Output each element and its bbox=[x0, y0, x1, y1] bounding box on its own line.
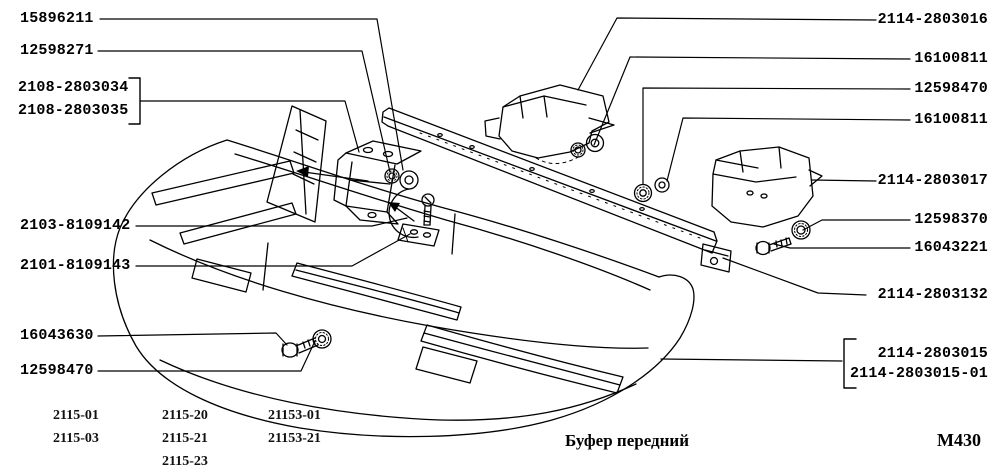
part-label: 12598271 bbox=[20, 42, 94, 59]
part-label: 2108-2803034 bbox=[18, 79, 129, 96]
part-label: 2108-2803035 bbox=[18, 102, 129, 119]
applicability-column-3: 21153-01 21153-21 bbox=[268, 404, 321, 450]
part-label: 12598370 bbox=[914, 211, 988, 228]
part-label: 2103-8109142 bbox=[20, 217, 131, 234]
part-label: 2114-2803016 bbox=[877, 11, 988, 28]
beam-end-piece bbox=[700, 243, 732, 273]
part-label: 16100811 bbox=[914, 111, 988, 128]
part-label: 2114-2803015-01 bbox=[849, 365, 988, 382]
part-label: 12598470 bbox=[914, 80, 988, 97]
bolt-lower bbox=[281, 337, 319, 358]
washer-pair-left-bracket bbox=[570, 133, 605, 158]
part-label: 16100811 bbox=[914, 50, 988, 67]
reinforcement-beam bbox=[381, 107, 718, 254]
part-label: 16043630 bbox=[20, 327, 94, 344]
applicability-column-2: 2115-20 2115-21 2115-23 bbox=[162, 404, 208, 465]
side-bracket-left bbox=[484, 84, 615, 164]
part-label: 2114-2803015 bbox=[877, 345, 988, 362]
model-code: 2115-20 bbox=[162, 408, 208, 423]
center-bracket bbox=[333, 140, 422, 225]
model-code: 2115-03 bbox=[53, 431, 99, 446]
leader-lines bbox=[97, 17, 911, 372]
washer-pair-mid bbox=[633, 177, 670, 203]
applicability-column-1: 2115-01 2115-03 bbox=[53, 404, 99, 450]
part-label: 15896211 bbox=[20, 10, 94, 27]
model-code: 2115-23 bbox=[162, 454, 208, 465]
figure-title: Буфер передний bbox=[565, 431, 690, 450]
part-label: 2101-8109143 bbox=[20, 257, 131, 274]
washer-lower bbox=[312, 329, 332, 349]
mounting-plate bbox=[397, 223, 440, 247]
part-label: 16043221 bbox=[914, 239, 988, 256]
callout-brackets bbox=[128, 77, 857, 389]
model-code: 2115-01 bbox=[53, 408, 99, 423]
part-label: 2114-2803132 bbox=[877, 286, 988, 303]
washer-right-bracket bbox=[791, 220, 811, 240]
model-code: 21153-01 bbox=[268, 408, 321, 423]
bolt-right-bracket bbox=[755, 237, 792, 256]
bumper-cover bbox=[112, 105, 695, 438]
callout-arrows bbox=[296, 166, 415, 222]
sheet-code: М430 bbox=[937, 430, 981, 450]
model-code: 21153-21 bbox=[268, 431, 321, 446]
part-label: 2114-2803017 bbox=[877, 172, 988, 189]
model-code: 2115-21 bbox=[162, 431, 208, 446]
side-bracket-right bbox=[711, 146, 823, 228]
washer-pair-center bbox=[384, 168, 419, 190]
screw bbox=[388, 188, 435, 239]
part-label: 12598470 bbox=[20, 362, 94, 379]
